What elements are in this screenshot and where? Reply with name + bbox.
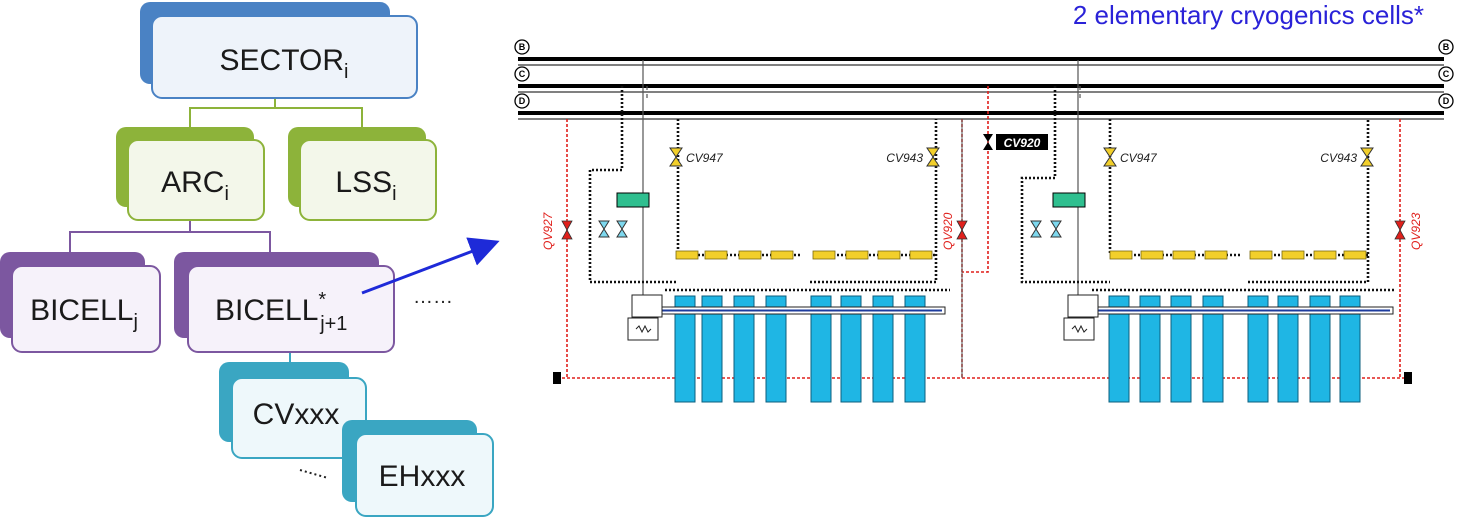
bus-c-left-marker: C <box>514 66 530 82</box>
magnet <box>1277 295 1299 403</box>
svg-text:D: D <box>1443 96 1450 106</box>
svg-text:QV923: QV923 <box>1409 212 1423 250</box>
aux-valves <box>598 220 1062 238</box>
bus-b-left-marker: B <box>514 39 530 55</box>
svg-text:CV947: CV947 <box>1120 151 1158 165</box>
node-bicell-j1-sub: j+1 <box>319 313 347 335</box>
magnet <box>1139 295 1161 403</box>
svg-text:D: D <box>519 96 526 106</box>
feed-box-2 <box>1063 294 1099 341</box>
heat-exchanger-1 <box>616 192 650 208</box>
node-arc[interactable]: ARCi <box>116 127 265 221</box>
magnet <box>872 295 894 403</box>
bus-c-right-marker: C <box>1438 66 1454 82</box>
svg-text:C: C <box>519 69 526 79</box>
magnet <box>701 295 723 403</box>
node-bicell-j-label: BICELL <box>30 294 133 327</box>
magnet <box>733 295 755 403</box>
magnet <box>1170 295 1192 403</box>
feed-box-1 <box>627 294 663 341</box>
magnet <box>1309 295 1331 403</box>
cell1-magnets <box>674 295 926 403</box>
grey-lines <box>642 60 1081 378</box>
terminator-right <box>1404 372 1412 384</box>
magnet <box>904 295 926 403</box>
valve-cv943-1[interactable]: CV943 <box>886 147 940 167</box>
svg-text:QV920: QV920 <box>941 212 955 250</box>
heat-exchanger-2 <box>1052 192 1086 208</box>
valve-qv923[interactable]: QV923 <box>1394 212 1423 250</box>
valve-cv920[interactable]: CV920 <box>983 134 1048 150</box>
cell2-busbars <box>1109 250 1367 260</box>
valve-cv943-2[interactable]: CV943 <box>1320 147 1374 167</box>
magnet <box>1247 295 1269 403</box>
magnet <box>674 295 696 403</box>
svg-text:CV947: CV947 <box>686 151 724 165</box>
node-sector-label: SECTOR <box>220 44 344 77</box>
node-bicell-j1[interactable]: BICELL*j+1 <box>174 252 395 353</box>
svg-text:SECTORi: SECTORi <box>220 44 349 83</box>
magnet <box>810 295 832 403</box>
node-lss-label: LSS <box>335 166 392 199</box>
magnet <box>1108 295 1130 403</box>
bus-d-left-marker: D <box>514 93 530 109</box>
node-eh-label: EHxxx <box>379 460 466 493</box>
svg-text:CV920: CV920 <box>1004 136 1041 150</box>
pointer-arrow <box>361 237 500 295</box>
bus-d-right-marker: D <box>1438 93 1454 109</box>
node-arc-sub: i <box>224 183 228 205</box>
svg-text:BICELL*j+1: BICELL*j+1 <box>215 289 347 335</box>
valve-qv927[interactable]: QV927 <box>541 211 573 250</box>
schematic-title: 2 elementary cryogenics cells* <box>1073 0 1424 30</box>
valve-qv920[interactable]: QV920 <box>941 212 968 250</box>
svg-text:LSSi: LSSi <box>335 166 396 205</box>
svg-text:C: C <box>1443 69 1450 79</box>
magnet <box>1339 295 1361 403</box>
bus-b-right-marker: B <box>1438 39 1454 55</box>
svg-text:BICELLj: BICELLj <box>30 294 138 333</box>
node-cv-label: CVxxx <box>253 398 340 431</box>
node-bicell-j1-sup: * <box>318 289 326 311</box>
svg-text:CV943: CV943 <box>1320 151 1357 165</box>
node-eh[interactable]: EHxxx <box>342 420 494 517</box>
cv-eh-dots <box>299 469 329 479</box>
cell1-busbars <box>675 250 933 260</box>
node-bicell-j-sub: j <box>132 311 137 333</box>
magnet <box>765 295 787 403</box>
node-bicell-j1-label: BICELL <box>215 294 318 327</box>
node-lss-sub: i <box>392 183 396 205</box>
svg-text:ARCi: ARCi <box>161 166 229 205</box>
terminator-left <box>553 372 561 384</box>
cell2-magnets <box>1108 295 1361 403</box>
node-cv[interactable]: CVxxx <box>219 362 367 459</box>
node-arc-label: ARC <box>161 166 224 199</box>
svg-text:QV927: QV927 <box>541 211 555 250</box>
node-sector-sub: i <box>344 61 348 83</box>
magnet <box>1202 295 1224 403</box>
valve-cv947-1[interactable]: CV947 <box>669 147 724 167</box>
schematic: B C D B C D <box>514 39 1454 403</box>
node-lss[interactable]: LSSi <box>288 127 437 221</box>
svg-text:B: B <box>519 42 526 52</box>
bicell-ellipsis: …… <box>413 286 453 308</box>
valve-cv947-2[interactable]: CV947 <box>1103 147 1158 167</box>
node-sector[interactable]: SECTORi <box>140 2 418 99</box>
magnet <box>840 295 862 403</box>
node-bicell-j[interactable]: BICELLj <box>0 252 161 353</box>
svg-text:CV943: CV943 <box>886 151 923 165</box>
svg-text:B: B <box>1443 42 1450 52</box>
